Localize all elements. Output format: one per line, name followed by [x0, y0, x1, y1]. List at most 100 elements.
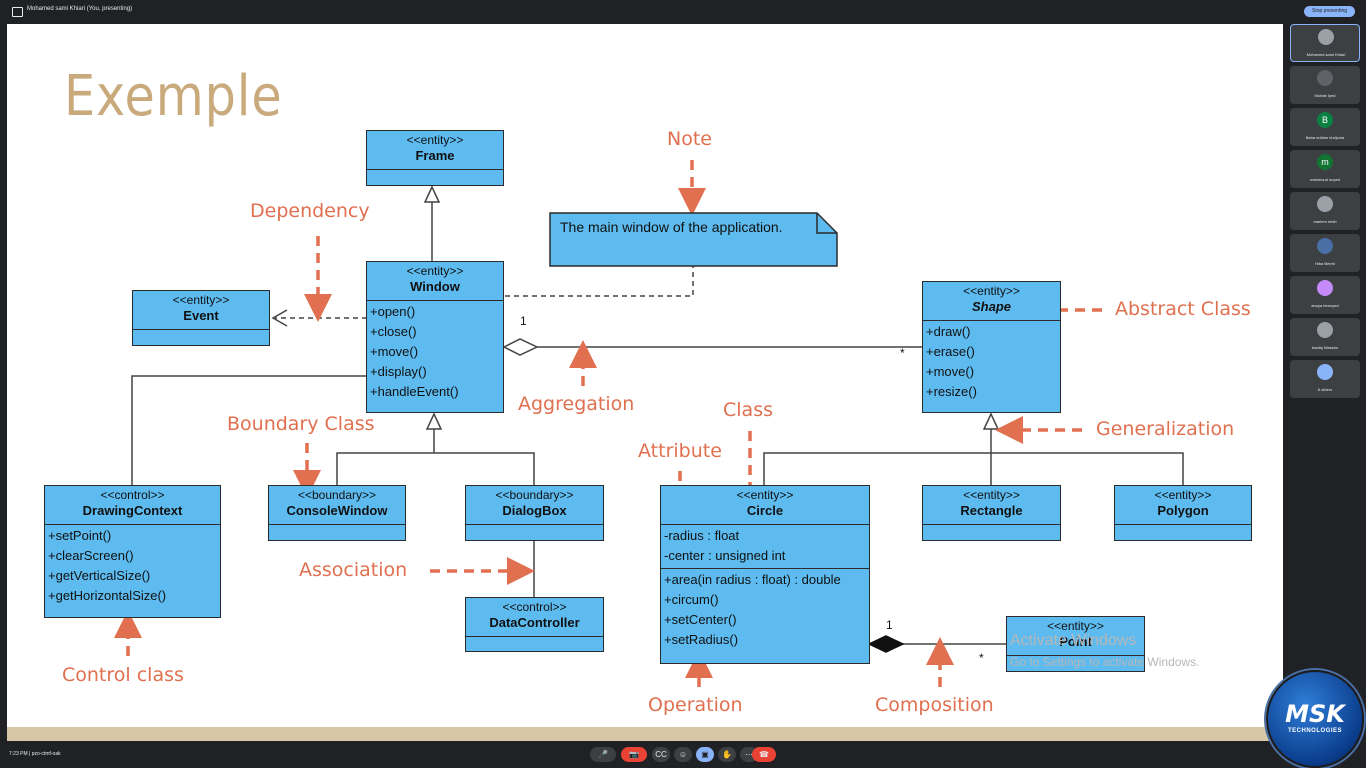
captions-button[interactable]: CC: [652, 747, 670, 762]
operation: +setRadius(): [664, 632, 739, 647]
uml-class-point: <<entity>> Point: [1006, 616, 1145, 672]
watermark-line-2: Go to Settings to activate Windows.: [1010, 655, 1200, 669]
label-operation: Operation: [648, 694, 743, 716]
label-note: Note: [667, 128, 712, 150]
presenter-title: Mohamed sami Khiari (You, presenting): [27, 6, 133, 12]
uml-class-frame: <<entity>> Frame: [366, 130, 504, 186]
operation: +setCenter(): [664, 612, 737, 627]
avatar: [1317, 280, 1333, 296]
label-aggregation: Aggregation: [518, 393, 635, 415]
class-attributes: -radius : float -center : unsigned int: [661, 525, 869, 569]
label-dependency: Dependency: [250, 200, 370, 222]
emoji-icon: ☺: [678, 750, 688, 759]
multiplicity-composition-one: 1: [886, 618, 893, 632]
stop-presenting-button[interactable]: Stop presenting: [1304, 6, 1355, 17]
participant-name: Mohamed sami Khiari: [1306, 52, 1346, 57]
captions-icon: CC: [655, 750, 667, 759]
msk-technologies-logo: MSK TECHNOLOGIES: [1266, 670, 1364, 768]
class-name: DrawingContext: [82, 503, 183, 518]
operation: +handleEvent(): [370, 384, 459, 399]
avatar: m: [1317, 154, 1333, 170]
logo-main-text: MSK: [1285, 700, 1345, 728]
leave-call-button[interactable]: ☎: [752, 747, 776, 762]
class-name: Polygon: [1157, 503, 1209, 518]
operation: +close(): [370, 324, 417, 339]
gen-arrow-window: [425, 412, 443, 430]
class-name: Shape: [971, 299, 1011, 314]
uml-class-consolewindow: <<boundary>> ConsoleWindow: [268, 485, 406, 541]
operation: +getVerticalSize(): [48, 568, 151, 583]
slide-title: Exemple: [64, 64, 283, 129]
note-text: The main window of the application.: [560, 219, 783, 235]
operation: +draw(): [926, 324, 971, 339]
camera-button[interactable]: 📷: [621, 747, 647, 762]
participant-tile[interactable]: Mohab Iyed: [1290, 66, 1360, 104]
present-screen-icon: ▣: [701, 750, 709, 759]
participant-tile[interactable]: anoya benoyed: [1290, 276, 1360, 314]
uml-class-datacontroller: <<control>> DataController: [465, 597, 604, 652]
participant-tile[interactable]: badiaj Wassim: [1290, 318, 1360, 356]
class-operations: +draw() +erase() +move() +resize(): [923, 321, 1060, 404]
multiplicity-composition-many: *: [979, 651, 984, 665]
uml-class-polygon: <<entity>> Polygon: [1114, 485, 1252, 541]
reactions-button[interactable]: ☺: [674, 747, 692, 762]
participant-name: Mohab Iyed: [1314, 93, 1336, 98]
label-composition: Composition: [875, 694, 994, 716]
class-name: Frame: [415, 148, 455, 163]
gen-arrow-shape: [982, 412, 1000, 430]
participant-name: Hiba Berrhi: [1314, 261, 1335, 266]
uml-class-event: <<entity>> Event: [132, 290, 270, 346]
participant-name: 6 others: [1317, 387, 1333, 392]
participant-tile-others[interactable]: 6 others: [1290, 360, 1360, 398]
operation: +move(): [926, 364, 975, 379]
class-stereotype: <<entity>>: [1154, 488, 1212, 502]
class-name: DialogBox: [502, 503, 567, 518]
present-button[interactable]: ▣: [696, 747, 714, 762]
participant-name: mahmoud ouyed: [1310, 177, 1340, 182]
note-link: [505, 266, 694, 297]
participant-tile[interactable]: Mohamed sami Khiari: [1290, 24, 1360, 62]
meeting-controls-bar: 7:23 PM | pzo-ctmf-oak 🎤 📷 CC ☺ ▣ ✋ ⋯ ☎: [0, 741, 1366, 768]
class-stereotype: <<entity>>: [963, 284, 1020, 298]
operation: +setPoint(): [48, 528, 112, 543]
class-stereotype: <<entity>>: [736, 488, 794, 502]
label-class: Class: [723, 399, 773, 421]
class-name: Point: [1059, 634, 1092, 649]
note-fold: [816, 213, 837, 234]
participant-name: mariem mhiri: [1313, 219, 1337, 224]
operation: +erase(): [926, 344, 975, 359]
class-name: Circle: [746, 503, 784, 518]
raise-hand-button[interactable]: ✋: [718, 747, 736, 762]
multiplicity-aggregation-many: *: [900, 346, 905, 360]
mic-button[interactable]: 🎤: [590, 747, 616, 762]
presentation-icon: [12, 7, 23, 17]
participant-tile[interactable]: m mahmoud ouyed: [1290, 150, 1360, 188]
class-stereotype: <<control>>: [502, 600, 567, 614]
gen-arrow-frame: [423, 185, 441, 203]
class-name: Window: [410, 279, 460, 294]
operation: +circum(): [664, 592, 719, 607]
participant-tile[interactable]: B Baha eddine khdjouia: [1290, 108, 1360, 146]
uml-class-window: <<entity>> Window +open() +close() +move…: [366, 261, 504, 413]
avatar: [1317, 364, 1333, 380]
class-stereotype: <<control>>: [100, 488, 165, 502]
attribute: -center : unsigned int: [664, 548, 786, 563]
participant-tile[interactable]: mariem mhiri: [1290, 192, 1360, 230]
dependency-arrowhead: [271, 309, 288, 327]
participant-tile[interactable]: Hiba Berrhi: [1290, 234, 1360, 272]
uml-class-dialogbox: <<boundary>> DialogBox: [465, 485, 604, 541]
uml-class-shape: <<entity>> Shape +draw() +erase() +move(…: [922, 281, 1061, 413]
class-stereotype: <<boundary>>: [495, 488, 574, 502]
class-stereotype: <<entity>>: [406, 133, 464, 147]
meeting-time-code: 7:23 PM | pzo-ctmf-oak: [9, 751, 61, 757]
avatar: [1317, 322, 1333, 338]
operation: +move(): [370, 344, 419, 359]
multiplicity-aggregation-one: 1: [520, 314, 527, 328]
more-icon: ⋯: [745, 750, 753, 759]
presented-slide: Exemple: [7, 24, 1283, 741]
microphone-icon: 🎤: [598, 750, 608, 759]
note-shape: [549, 212, 838, 267]
hang-up-icon: ☎: [759, 750, 769, 759]
label-boundary-class: Boundary Class: [227, 413, 375, 435]
class-name: ConsoleWindow: [286, 503, 388, 518]
